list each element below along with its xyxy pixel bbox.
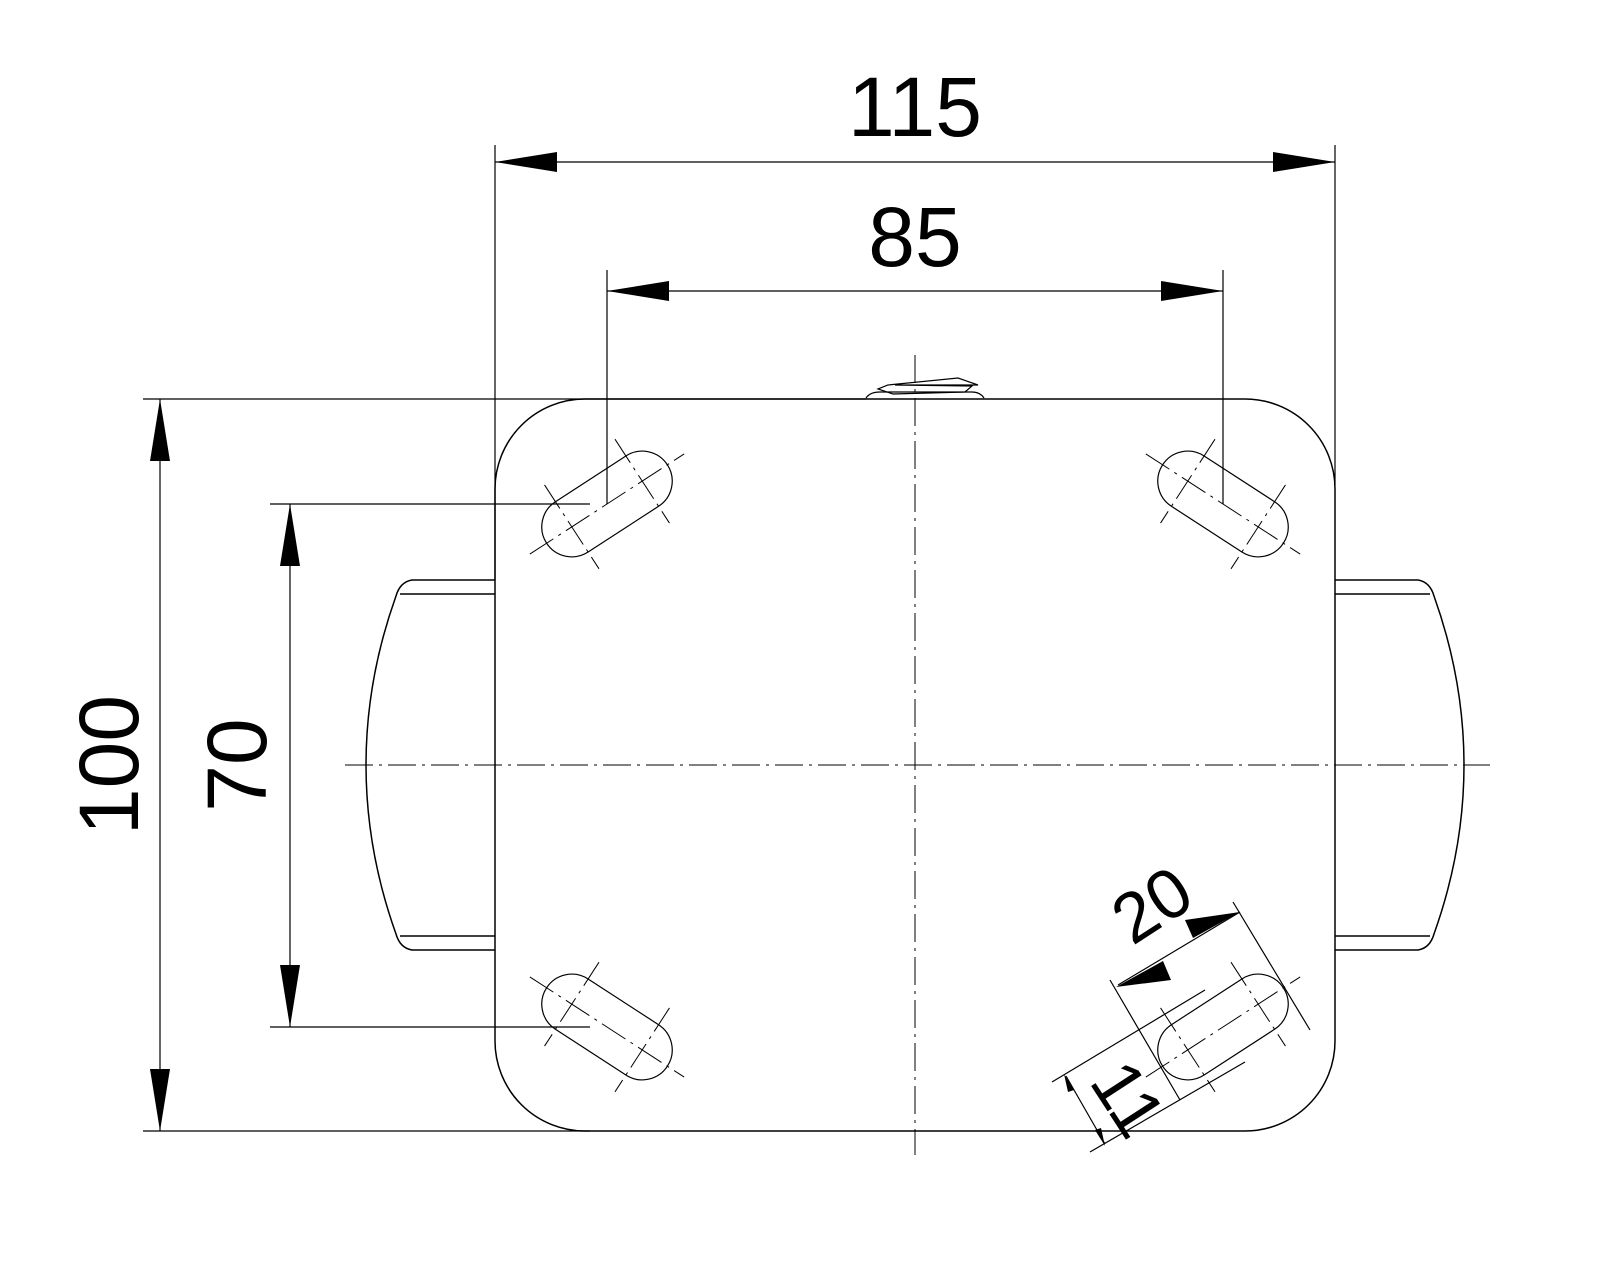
mounting-slot-bottom-left	[529, 961, 685, 1093]
kingpin-nut	[865, 377, 985, 399]
dimension-hole-spacing-length: 70	[190, 503, 590, 1028]
dimension-overall-width: 115	[494, 60, 1336, 580]
dimension-hole-spacing-width: 85	[606, 190, 1224, 504]
arrowhead	[150, 1069, 170, 1131]
dimension-slot-width: 11	[1051, 989, 1246, 1153]
arrowhead	[280, 965, 300, 1027]
dimension-label-100: 100	[62, 695, 156, 835]
dimension-label-115: 115	[848, 60, 982, 154]
arrowhead	[1185, 912, 1240, 938]
dimension-overall-length: 100	[62, 398, 866, 1132]
arrowhead	[1095, 1128, 1105, 1146]
arrowhead	[1064, 1074, 1074, 1092]
dimension-label-85: 85	[868, 190, 961, 284]
arrowhead	[150, 399, 170, 461]
arrowhead	[607, 281, 669, 301]
arrowhead	[1161, 281, 1223, 301]
dimension-label-11: 11	[1076, 1047, 1181, 1150]
mounting-slot-bottom-right	[1145, 961, 1301, 1093]
dimension-label-70: 70	[190, 718, 284, 811]
arrowhead	[1273, 152, 1335, 172]
arrowhead	[495, 152, 557, 172]
arrowhead	[280, 504, 300, 566]
arrowhead	[1116, 961, 1171, 987]
